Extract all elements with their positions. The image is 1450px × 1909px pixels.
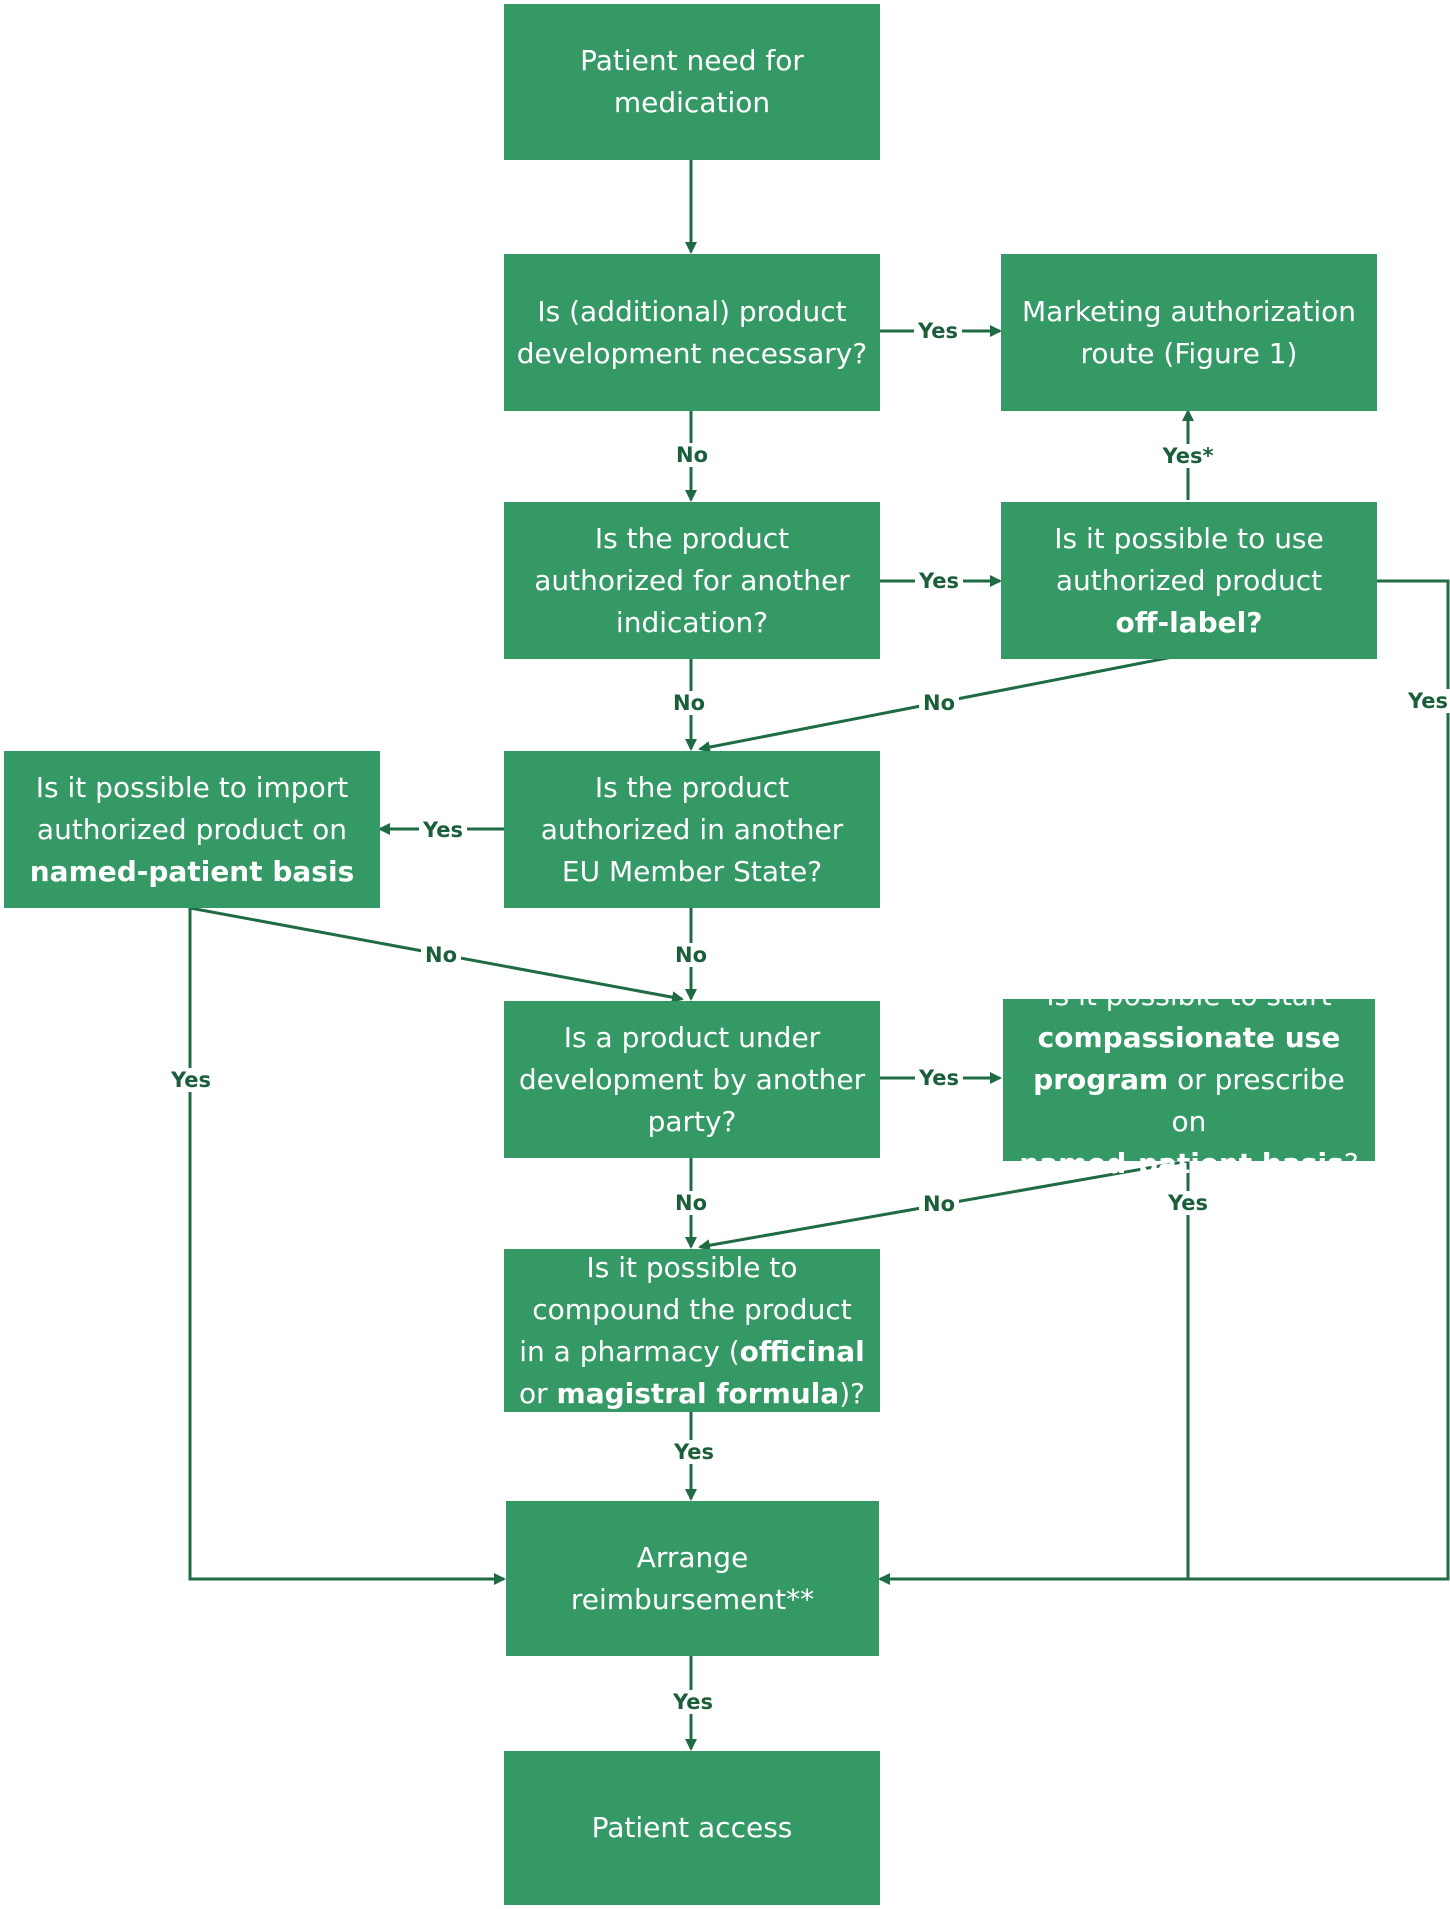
label-offlabel-yes-star: Yes* <box>1158 444 1218 468</box>
label-authother-no: No <box>668 691 710 715</box>
label-offlabel-yes: Yes <box>1403 689 1450 713</box>
label-underdev-no: No <box>670 1191 712 1215</box>
label-import-no: No <box>420 943 462 967</box>
node-patient-access: Patient access <box>504 1751 880 1905</box>
arrow-import-yes-to-reimb <box>188 908 506 1585</box>
label-cup-no: No <box>918 1192 960 1216</box>
label-import-yes: Yes <box>166 1068 216 1092</box>
label-dev-no: No <box>671 443 713 467</box>
label-eu-yes: Yes <box>418 818 468 842</box>
label-authother-yes: Yes <box>914 569 964 593</box>
label-offlabel-no: No <box>918 691 960 715</box>
label-compound-yes: Yes <box>669 1440 719 1464</box>
label-dev-yes: Yes <box>913 319 963 343</box>
arrow-offlabel-yes-to-reimb <box>878 579 1450 1585</box>
label-eu-no: No <box>670 943 712 967</box>
label-underdev-yes: Yes <box>914 1066 964 1090</box>
label-cup-yes: Yes <box>1163 1191 1213 1215</box>
label-reimb-yes: Yes <box>668 1690 718 1714</box>
